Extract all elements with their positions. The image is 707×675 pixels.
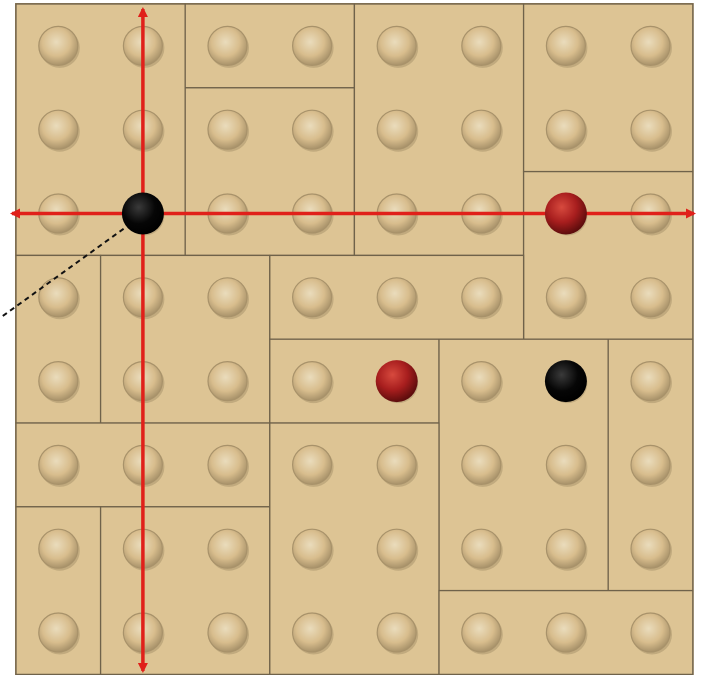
tile-grid (16, 4, 693, 674)
origin-black-marker (122, 193, 164, 235)
tile (101, 255, 270, 423)
red-marker-inner (376, 360, 418, 402)
tile (185, 88, 354, 256)
tile (101, 507, 270, 675)
black-marker-inner (545, 360, 587, 402)
tile (524, 172, 693, 340)
red-marker-row (545, 193, 587, 235)
tile (524, 4, 693, 172)
